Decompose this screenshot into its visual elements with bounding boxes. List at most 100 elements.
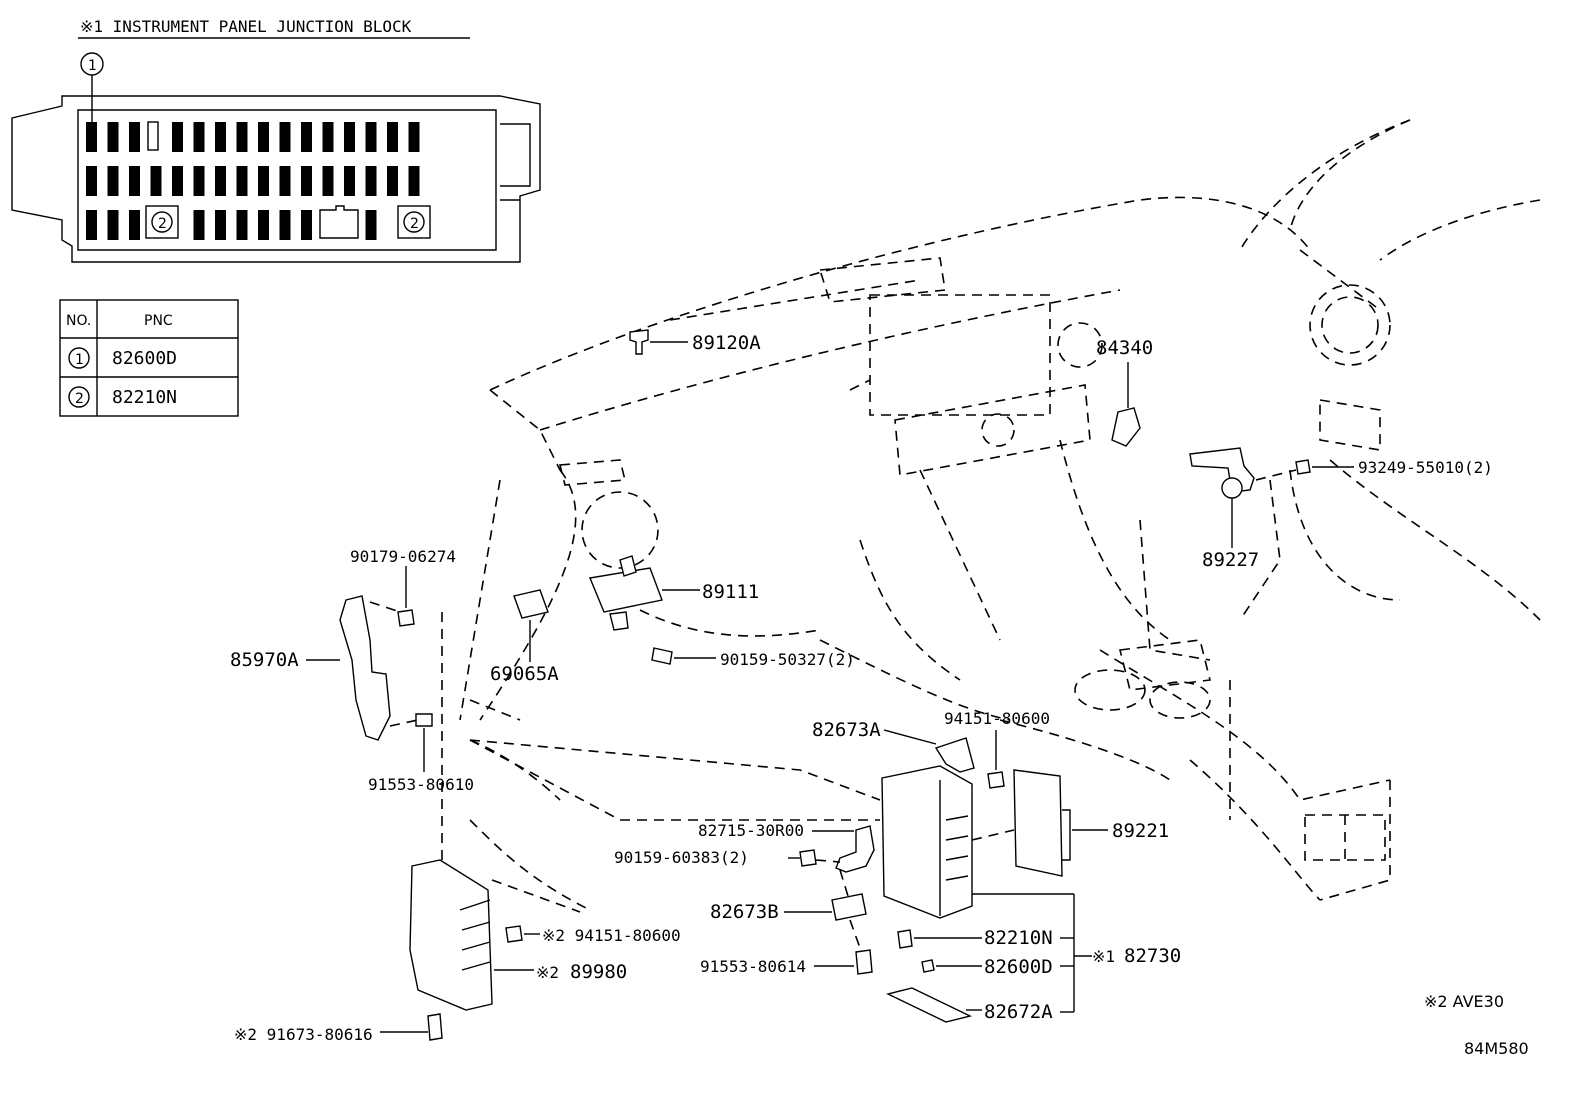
fuse-slot xyxy=(86,166,97,196)
part-82673B-bracket xyxy=(784,869,867,921)
junction-block-drawing: 1 2 2 xyxy=(11,52,541,263)
fuse-slot xyxy=(301,210,312,240)
part-94151-nut-lower xyxy=(505,925,540,943)
fuse-slot xyxy=(236,210,248,240)
part-89120A-clip xyxy=(629,329,688,355)
label-85970A: 85970A xyxy=(230,649,299,671)
fuse-slot xyxy=(193,122,205,152)
pnc-table: NO. PNC 1 82600D 2 82210N xyxy=(59,299,239,417)
callout-2-right-text: 2 xyxy=(410,216,419,232)
fuse-slot xyxy=(408,166,420,196)
instrument-panel-outline xyxy=(459,119,1541,911)
part-91673-bolt xyxy=(380,1013,443,1041)
fuse-slot xyxy=(236,166,248,196)
label-89980: 89980 xyxy=(570,961,627,983)
fuse-slot xyxy=(107,210,119,240)
label-90179-06274: 90179-06274 xyxy=(350,547,456,566)
label-82730: 82730 xyxy=(1124,945,1181,967)
fuse-slot xyxy=(86,210,97,240)
pnc-row-2-no: 2 xyxy=(75,391,84,407)
fuse-slot xyxy=(215,122,226,152)
label-89111: 89111 xyxy=(702,581,759,603)
part-93249-bolt xyxy=(1255,459,1354,481)
label-91553-80610: 91553-80610 xyxy=(368,775,474,794)
label-82715-30R00: 82715-30R00 xyxy=(698,821,804,840)
fuse-slot xyxy=(279,166,291,196)
label-82672A: 82672A xyxy=(984,1001,1053,1023)
fuse-slot xyxy=(172,166,183,196)
fuse-slot xyxy=(129,122,140,152)
fuse-slot xyxy=(279,210,291,240)
fuse-slot xyxy=(193,166,205,196)
label-90159-60383: 90159-60383(2) xyxy=(614,848,749,867)
fuse-slot xyxy=(150,166,162,196)
pnc-row-1-pnc: 82600D xyxy=(112,348,177,369)
label-91553-80614: 91553-80614 xyxy=(700,957,806,976)
part-89227-bracket xyxy=(1189,447,1255,548)
label-89980-mark: ※2 xyxy=(536,963,559,982)
fuse-slot xyxy=(365,122,377,152)
fuse-slot xyxy=(129,210,140,240)
fuse-slot xyxy=(365,210,377,240)
fuse-slot xyxy=(258,210,269,240)
part-69065A-cylinder xyxy=(513,589,549,662)
fuse-slot xyxy=(193,210,205,240)
fuse-slot xyxy=(107,122,119,152)
fuse-slot xyxy=(322,122,334,152)
part-82673A-bracket xyxy=(883,729,975,773)
pnc-table-col-pnc: PNC xyxy=(144,313,173,329)
fuse-slot xyxy=(129,166,140,196)
fuse-slot xyxy=(279,122,291,152)
fuse-slot xyxy=(344,122,355,152)
label-91673-80616: ※2 91673-80616 xyxy=(234,1025,373,1044)
label-89120A: 89120A xyxy=(692,332,761,354)
label-82673A: 82673A xyxy=(812,719,881,741)
fuse-slot xyxy=(365,166,377,196)
part-82672A-cover xyxy=(885,987,1074,1023)
part-82715-bracket xyxy=(812,825,875,873)
diagram-code: 84M580 xyxy=(1464,1039,1529,1058)
label-82210N: 82210N xyxy=(984,927,1053,949)
fuse-slot xyxy=(215,166,226,196)
fuse-slot xyxy=(107,166,119,196)
fuse-slot xyxy=(408,122,420,152)
fuse-slot xyxy=(172,122,183,152)
pnc-table-col-no: NO. xyxy=(66,313,91,329)
label-90159-50327: 90159-50327(2) xyxy=(720,650,855,669)
fuse-slot xyxy=(301,166,312,196)
part-84340-switch xyxy=(1111,362,1141,447)
part-91553-80610-bolt xyxy=(415,713,433,772)
callout-2-left-text: 2 xyxy=(158,216,167,232)
part-89221-module xyxy=(971,769,1108,877)
label-89221: 89221 xyxy=(1112,820,1169,842)
part-90159-60383-bolt xyxy=(788,849,841,867)
part-90159-50327-bolt xyxy=(651,647,716,665)
fuse-slot xyxy=(387,166,398,196)
fuse-slot xyxy=(236,122,248,152)
part-85970A-bracket xyxy=(306,595,419,741)
label-94151-80600-upper: 94151-80600 xyxy=(944,709,1050,728)
fuse-slot xyxy=(344,166,355,196)
fuse-slot xyxy=(258,122,269,152)
label-84340: 84340 xyxy=(1096,337,1153,359)
fuse-slot xyxy=(387,122,398,152)
fuse-slot xyxy=(215,210,226,240)
label-94151-80600-lower: ※2 94151-80600 xyxy=(542,926,681,945)
fuse-slot xyxy=(86,122,97,152)
part-91553-80614-bolt xyxy=(814,919,873,975)
label-82673B: 82673B xyxy=(710,901,779,923)
pnc-row-1-no: 1 xyxy=(75,352,84,368)
part-90179-nut xyxy=(397,566,415,627)
label-69065A: 69065A xyxy=(490,663,559,685)
fuse-slot xyxy=(258,166,269,196)
fuse-slot xyxy=(301,122,312,152)
part-94151-nut-upper xyxy=(987,730,1005,789)
junction-block-title: ※1 INSTRUMENT PANEL JUNCTION BLOCK xyxy=(80,17,412,36)
part-82600D-fuse xyxy=(921,959,1074,973)
label-82600D: 82600D xyxy=(984,956,1053,978)
part-82210N-fuse xyxy=(897,929,1074,949)
label-93249-55010: 93249-55010(2) xyxy=(1358,458,1493,477)
label-89227: 89227 xyxy=(1202,549,1259,571)
part-82730-junction-block xyxy=(881,765,1092,1012)
